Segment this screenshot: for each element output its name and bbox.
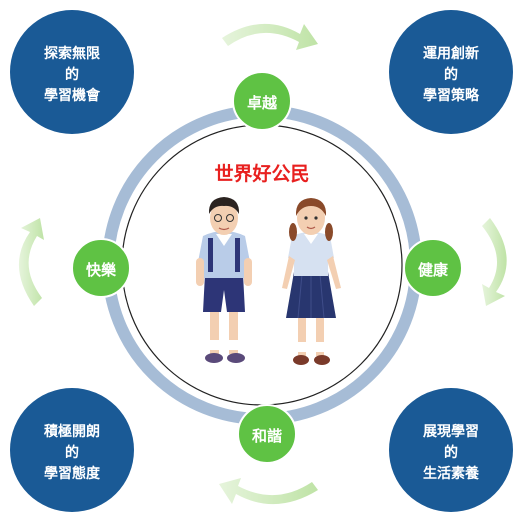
goal-line: 積極開朗 [43, 423, 100, 440]
value-node-jiankang: 健康 [403, 238, 463, 298]
goal-line: 學習機會 [44, 87, 101, 104]
arrow-right [482, 218, 507, 306]
value-label: 快樂 [86, 261, 117, 279]
value-node-zhuoyue: 卓越 [232, 71, 292, 131]
cycle-arrows [18, 23, 507, 505]
center-title: 世界好公民 [214, 162, 309, 185]
goal-line: 的 [65, 66, 79, 83]
goal-line: 探索無限 [44, 45, 100, 62]
goal-line: 學習策略 [423, 87, 480, 104]
value-node-hexie: 和諧 [237, 404, 297, 464]
boy-student-illustration [196, 197, 252, 363]
arrow-bottom [219, 478, 318, 505]
goal-line: 的 [65, 444, 79, 461]
goal-line: 的 [444, 66, 458, 83]
goal-node-top-left: 探索無限 的 學習機會 [10, 10, 134, 134]
girl-student-illustration [282, 198, 341, 365]
goal-node-bottom-left: 積極開朗 的 學習態度 [10, 388, 134, 512]
goal-line: 的 [444, 444, 458, 461]
arrow-left [18, 218, 44, 306]
goal-node-bottom-right: 展現學習 的 生活素養 [389, 388, 513, 512]
value-node-kuaile: 快樂 [71, 238, 131, 298]
goal-line: 生活素養 [423, 465, 479, 482]
goal-line: 展現學習 [423, 424, 479, 440]
arrow-top [222, 23, 318, 50]
goal-line: 學習態度 [44, 465, 101, 482]
value-label: 和諧 [252, 427, 282, 445]
goal-node-top-right: 運用創新 的 學習策略 [389, 10, 513, 134]
value-label: 卓越 [247, 94, 278, 112]
value-label: 健康 [418, 261, 449, 279]
goal-line: 運用創新 [423, 45, 479, 62]
